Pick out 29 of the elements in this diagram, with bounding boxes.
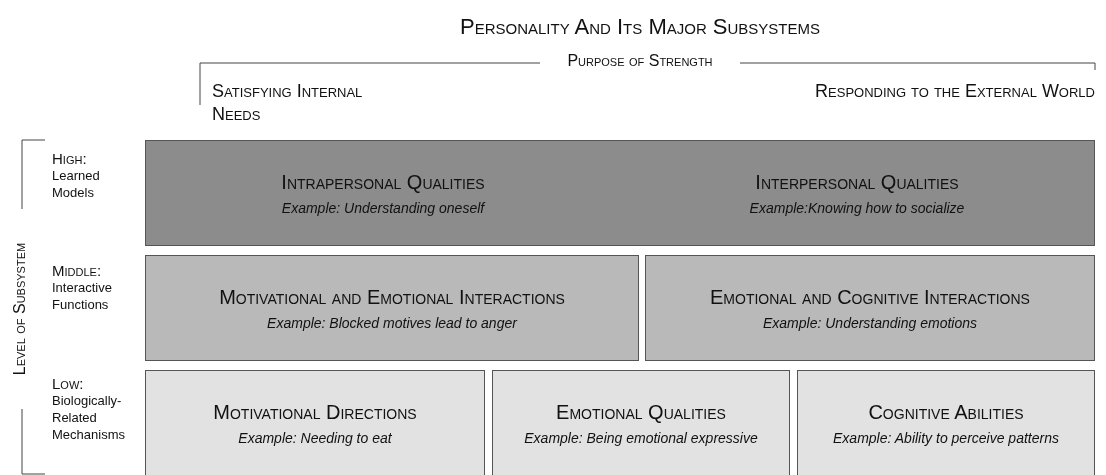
subsystem-box (145, 255, 639, 361)
example-text: Example: Understanding emotions (763, 314, 977, 332)
subsystem-box (145, 370, 485, 475)
row-level: Middle: (52, 262, 102, 279)
subsystem-box (797, 370, 1095, 475)
box-heading: Intrapersonal Qualities (281, 169, 485, 194)
row-description: Interactive Functions (52, 280, 113, 314)
example-text: Example:Knowing how to socialize (749, 199, 965, 217)
subsystem-box (145, 140, 1095, 246)
box-heading: Interpersonal Qualities (755, 169, 959, 194)
example-text: Example: Understanding oneself (281, 199, 485, 217)
box-heading: Emotional Qualities (556, 399, 726, 424)
example-text: Example: Being emotional expressive (524, 429, 758, 447)
column-heading: Responding to the External World (814, 80, 1095, 103)
example-text: Example: Ability to perceive patterns (833, 429, 1059, 447)
column-heading: Satisfying Internal Needs (212, 80, 364, 127)
diagram-title: Personality And Its Major Subsystems (458, 14, 822, 40)
subsystem-box (492, 370, 790, 475)
row-description: Learned Models (52, 168, 101, 202)
box-heading: Motivational and Emotional Interactions (219, 284, 565, 309)
box-heading: Cognitive Abilities (868, 399, 1024, 424)
box-heading: Motivational Directions (213, 399, 417, 424)
subsystem-box (645, 255, 1095, 361)
example-text: Example: Needing to eat (238, 429, 392, 447)
row-level: Low: (52, 375, 84, 392)
box-heading: Emotional and Cognitive Interactions (710, 284, 1030, 309)
row-level: High: (52, 150, 87, 167)
row-description: Biologically-Related Mechanisms (52, 393, 126, 444)
example-text: Example: Blocked motives lead to anger (267, 314, 517, 332)
